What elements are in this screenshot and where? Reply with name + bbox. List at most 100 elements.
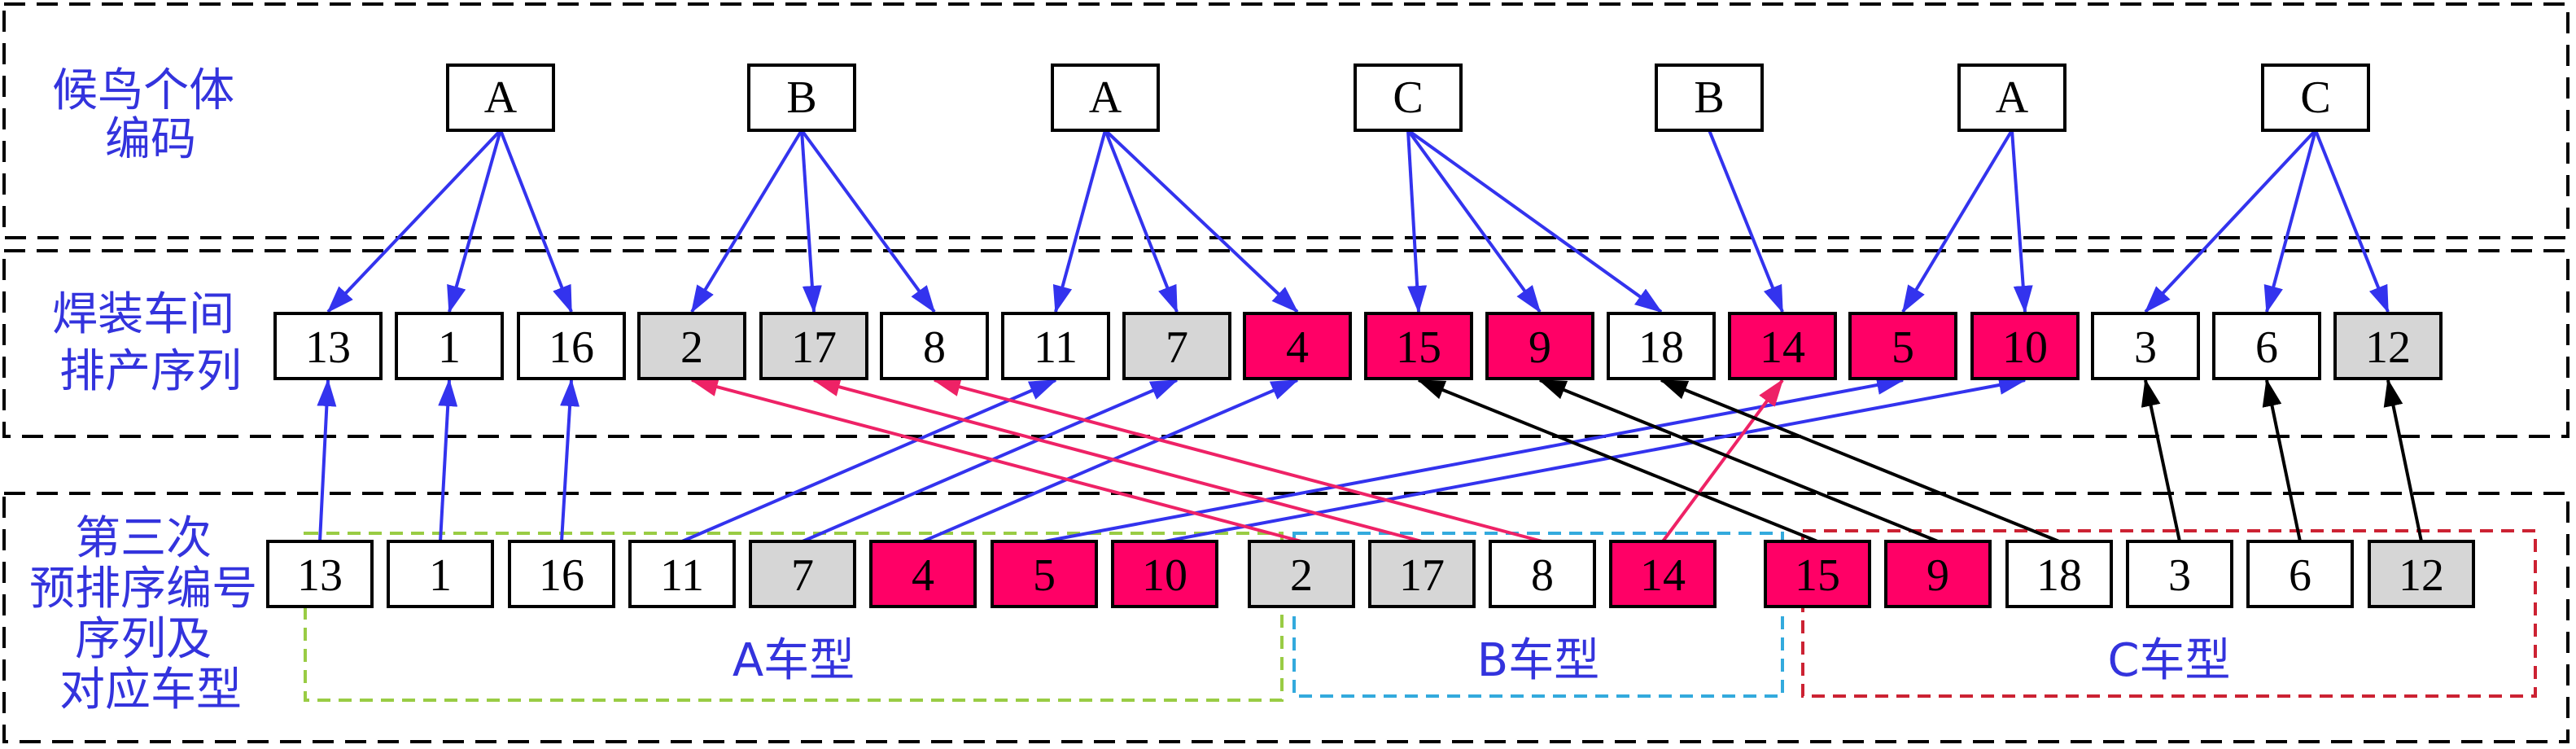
sequence-mapping-arrow [690,377,1302,543]
bird-to-weld-arrow [1104,129,1299,313]
bird-code-box [1957,64,2066,132]
bird-to-weld-arrow [800,129,936,313]
bird-code-box [1655,64,1764,132]
weld-sequence-node-label: 3 [2134,322,2157,373]
third-sequence-node-label: 14 [1640,550,1686,601]
bird-row-label: 候鸟个体 编码 [52,64,249,166]
weld-sequence-node-box [1970,312,2080,380]
third-sequence-node-box [991,540,1098,608]
vehicle-type-label: A车型 [733,634,855,687]
third-sequence-node-label: 13 [297,550,343,601]
weld-row-label-line: 排产序列 [59,345,242,398]
weld-sequence-node: 18 [1607,312,1716,380]
weld-sequence-node: 4 [1243,312,1352,380]
weld-sequence-node: 6 [2212,312,2321,380]
sequence-mapping-arrow [1164,375,2027,543]
sequence-mapping-arrow [2262,379,2302,542]
weld-sequence-node-label: 8 [923,322,946,373]
sequence-mapping-arrow [2141,379,2181,542]
weld-sequence-node-label: 2 [680,322,703,373]
weld-sequence-node-box [395,312,504,380]
bird-code-label: A [1089,72,1122,123]
third-sequence-node: 1 [387,540,494,608]
weld-sequence-node-label: 13 [305,322,351,373]
vehicle-type-group-box [1292,532,1784,698]
weld-row-label-line: 焊装车间 [52,288,234,341]
third-sequence-node: 11 [628,540,736,608]
bird-to-weld-arrow [1901,129,2014,313]
bird-code-node: C [2261,64,2370,132]
bird-to-weld-arrow [1406,129,1542,313]
third-sequence-node-box [2005,540,2113,608]
third-sequence-node-label: 11 [660,550,704,601]
weld-sequence-node-label: 15 [1396,322,1441,373]
third-sequence-node-label: 5 [1033,550,1056,601]
third-sequence-node: 16 [508,540,615,608]
bird-to-weld-arrow [499,129,573,313]
bird-code-box [2261,64,2370,132]
bird-to-weld-arrow [2010,129,2033,313]
third-sequence-node-box [1368,540,1476,608]
weld-sequence-node-label: 12 [2365,322,2411,373]
weld-sequence-node: 16 [517,312,626,380]
third-sequence-node-box [2368,540,2475,608]
vehicle-type-label: B车型 [1477,634,1599,687]
bird-code-node: A [1957,64,2066,132]
third-sequence-node-label: 18 [2036,550,2082,601]
weld-sequence-node-box [1122,312,1231,380]
weld-sequence-node-box [273,312,383,380]
third-row-label-line: 预排序编号 [29,563,257,615]
third-sequence-node-label: 6 [2289,550,2311,601]
third-sequence-node-label: 16 [539,550,584,601]
weld-sequence-node: 5 [1848,312,1957,380]
weld-sequence-node-box [759,312,868,380]
weld-sequence-node-label: 18 [1638,322,1684,373]
weld-sequence-node: 11 [1001,312,1110,380]
third-sequence-node-box [628,540,736,608]
bird-code-label: B [1694,72,1724,123]
third-sequence-node: 13 [266,540,374,608]
bird-to-weld-arrow [1406,129,1663,313]
weld-sequence-node-box [880,312,989,380]
sequence-mapping-arrow [317,379,337,542]
third-sequence-node-box [1764,540,1871,608]
weld-sequence-node-box [2333,312,2443,380]
sequence-mapping-arrow [1417,379,1818,543]
weld-sequence-node-box [1243,312,1352,380]
bird-code-box [446,64,555,132]
weld-sequence-node-box [2212,312,2321,380]
weld-sequence-node: 3 [2091,312,2200,380]
sequence-mapping-arrow [812,377,1423,543]
vehicle-type-group-box [1801,529,2537,698]
weld-sequence-node-label: 10 [2002,322,2048,373]
third-panel [2,492,2569,743]
weld-sequence-node-label: 5 [1892,322,1914,373]
bird-code-label: A [484,72,518,123]
weld-sequence-node-box [1485,312,1594,380]
sequence-mapping-arrow [1043,375,1905,543]
third-sequence-node-box [1489,540,1596,608]
weld-sequence-node-box [517,312,626,380]
bird-code-label: A [1996,72,2029,123]
weld-sequence-node: 1 [395,312,504,380]
third-sequence-node-label: 12 [2399,550,2444,601]
weld-sequence-node: 17 [759,312,868,380]
bird-code-box [1051,64,1160,132]
bird-code-node: B [747,64,856,132]
third-sequence-node-box [869,540,977,608]
weld-sequence-node-box [2091,312,2200,380]
weld-sequence-node-label: 6 [2255,322,2278,373]
third-row-label-line: 序列及 [75,613,212,666]
third-sequence-node-label: 10 [1142,550,1187,601]
bird-panel [2,2,2569,239]
bird-to-weld-arrow [800,129,822,313]
sequence-mapping-arrow [2383,379,2423,542]
bird-code-box [747,64,856,132]
bird-to-weld-arrow [326,129,502,313]
weld-sequence-node: 7 [1122,312,1231,380]
sequence-mapping-arrow [802,379,1179,543]
weld-sequence-node-box [1607,312,1716,380]
